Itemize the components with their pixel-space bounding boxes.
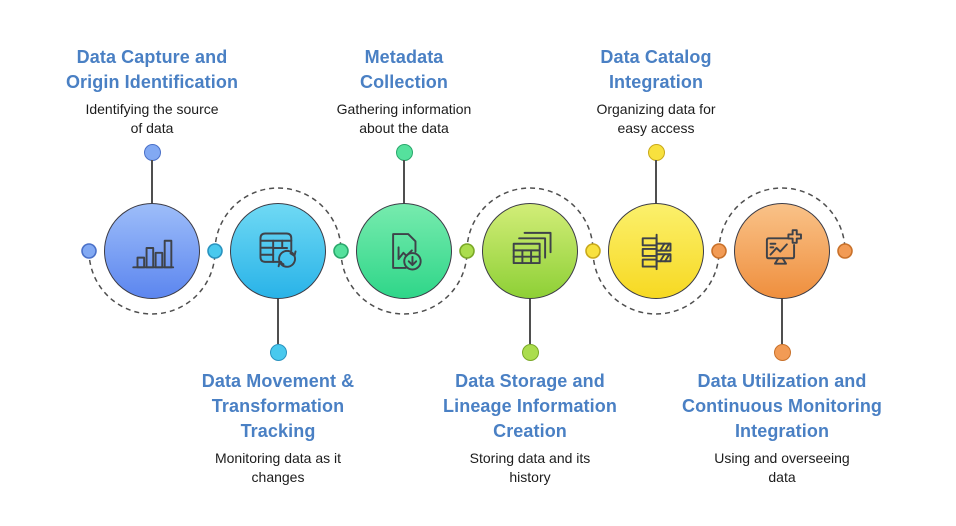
step-text: Data Capture and Origin Identification I… — [37, 45, 267, 138]
connector-dot — [81, 243, 97, 259]
step-description: Using and overseeing data — [667, 449, 897, 487]
step-node-dot — [773, 343, 791, 361]
step-desc-line: Organizing data for — [596, 101, 716, 117]
connector-stem — [529, 298, 531, 344]
step-desc-line: data — [768, 469, 796, 485]
step-title-line: Creation — [493, 421, 567, 441]
monitor-plus-icon — [765, 229, 802, 265]
dashed-arc — [88, 250, 216, 315]
step-title: Metadata Collection — [289, 45, 519, 95]
step-title-line: Transformation — [211, 396, 345, 416]
step-circle — [482, 203, 578, 299]
step-data-storage: Data Storage and Lineage Information Cre… — [415, 0, 645, 526]
step-desc-line: Storing data and its — [469, 450, 591, 466]
connector-stem — [403, 160, 405, 204]
step-desc-line: Identifying the source — [85, 101, 219, 117]
step-desc-line: easy access — [617, 120, 695, 136]
stacked-tables-icon — [512, 231, 552, 265]
step-node-dot — [269, 343, 287, 361]
step-circle — [734, 203, 830, 299]
step-desc-line: Gathering information — [336, 101, 472, 117]
dashed-arc — [592, 250, 720, 315]
step-title-line: Tracking — [240, 421, 316, 441]
step-desc-line: changes — [251, 469, 305, 485]
step-circle — [230, 203, 326, 299]
step-data-utilization: Data Utilization and Continuous Monitori… — [667, 0, 897, 526]
table-sync-icon — [259, 232, 297, 268]
step-title-line: Data Capture and — [76, 47, 228, 67]
step-data-movement: Data Movement & Transformation Tracking … — [163, 0, 393, 526]
step-node-dot — [143, 143, 161, 161]
step-text: Data Utilization and Continuous Monitori… — [667, 369, 897, 487]
step-desc-line: about the data — [359, 120, 449, 136]
step-text: Data Movement & Transformation Tracking … — [163, 369, 393, 487]
step-text: Metadata Collection Gathering informatio… — [289, 45, 519, 138]
step-title: Data Catalog Integration — [541, 45, 771, 95]
dashed-arc — [340, 250, 468, 315]
dashed-arc — [718, 187, 846, 252]
step-title: Data Storage and Lineage Information Cre… — [415, 369, 645, 444]
catalog-list-icon — [641, 233, 672, 271]
dashed-arc — [214, 187, 342, 252]
step-desc-line: history — [509, 469, 551, 485]
connector-dot — [459, 243, 475, 259]
bar-chart-icon — [132, 239, 175, 269]
connector-stem — [151, 160, 153, 204]
step-node-dot — [521, 343, 539, 361]
connector-dot — [837, 243, 853, 259]
step-title-line: Integration — [608, 72, 704, 92]
step-title: Data Utilization and Continuous Monitori… — [667, 369, 897, 444]
step-circle — [608, 203, 704, 299]
step-data-catalog: Data Catalog Integration Organizing data… — [541, 0, 771, 526]
step-text: Data Storage and Lineage Information Cre… — [415, 369, 645, 487]
step-title-line: Origin Identification — [65, 72, 239, 92]
step-title-line: Data Storage and — [455, 371, 605, 391]
step-title: Data Movement & Transformation Tracking — [163, 369, 393, 444]
connector-dot — [207, 243, 223, 259]
connector-dot — [585, 243, 601, 259]
step-description: Gathering information about the data — [289, 100, 519, 138]
step-circle — [104, 203, 200, 299]
connector-stem — [655, 160, 657, 204]
document-download-icon — [392, 233, 422, 271]
step-node-dot — [395, 143, 413, 161]
step-description: Storing data and its history — [415, 449, 645, 487]
step-title: Data Capture and Origin Identification — [37, 45, 267, 95]
step-title-line: Continuous Monitoring — [681, 396, 883, 416]
dashed-arc — [466, 187, 594, 252]
connector-stem — [781, 298, 783, 344]
step-desc-line: Using and overseeing — [714, 450, 850, 466]
step-title-line: Metadata — [364, 47, 444, 67]
connector-dot — [333, 243, 349, 259]
step-description: Monitoring data as it changes — [163, 449, 393, 487]
step-title-line: Integration — [734, 421, 830, 441]
step-description: Organizing data for easy access — [541, 100, 771, 138]
connector-stem — [277, 298, 279, 344]
step-desc-line: of data — [130, 120, 174, 136]
step-title-line: Collection — [359, 72, 448, 92]
step-title-line: Data Catalog — [600, 47, 712, 67]
connector-dot — [711, 243, 727, 259]
step-title-line: Data Utilization and — [697, 371, 867, 391]
step-data-capture: Data Capture and Origin Identification I… — [37, 0, 267, 526]
step-title-line: Data Movement & — [201, 371, 355, 391]
step-text: Data Catalog Integration Organizing data… — [541, 45, 771, 138]
step-node-dot — [647, 143, 665, 161]
step-metadata-collection: Metadata Collection Gathering informatio… — [289, 0, 519, 526]
step-desc-line: Monitoring data as it — [214, 450, 342, 466]
step-description: Identifying the source of data — [37, 100, 267, 138]
step-circle — [356, 203, 452, 299]
step-title-line: Lineage Information — [443, 396, 617, 416]
